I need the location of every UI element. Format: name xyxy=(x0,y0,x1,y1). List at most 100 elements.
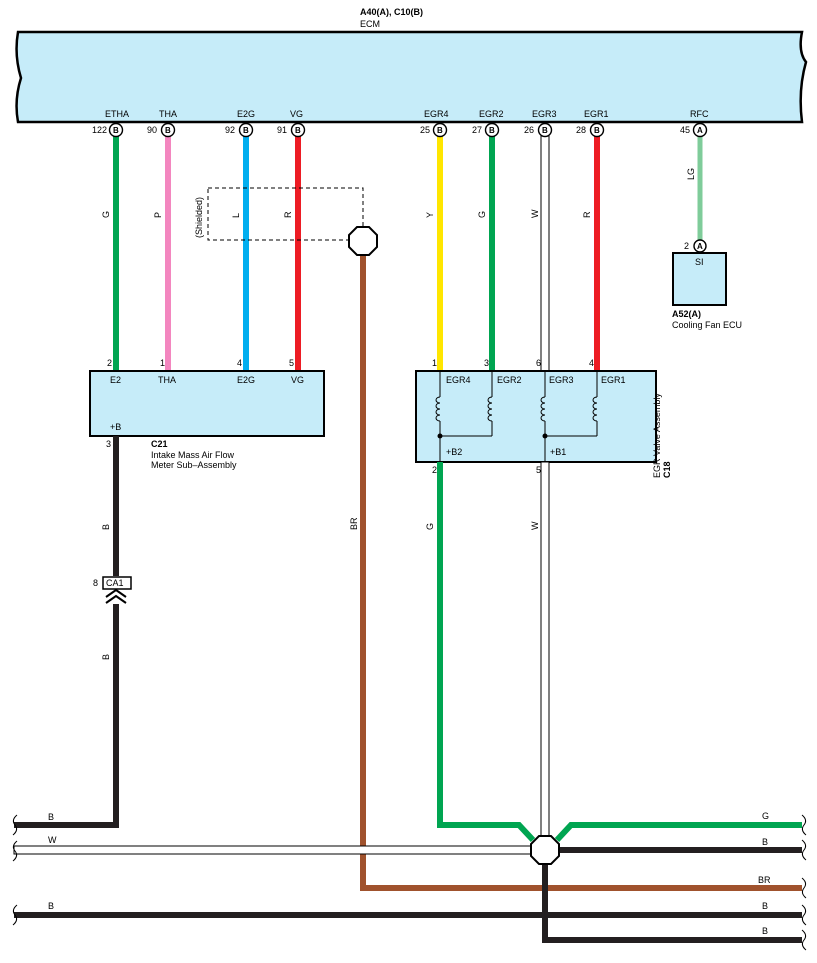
bus-label: B xyxy=(762,901,768,911)
fan-ecu-block xyxy=(672,252,727,306)
egr-pin-label: EGR2 xyxy=(497,375,522,385)
ecm-pin-label: VG xyxy=(290,109,303,119)
svg-text:B: B xyxy=(295,126,301,135)
svg-text:CA1: CA1 xyxy=(106,578,124,588)
wire-color-label: G xyxy=(101,211,111,218)
fan-ecu-name: Cooling Fan ECU xyxy=(672,320,742,330)
ecm-name: ECM xyxy=(360,19,380,29)
egr-pin-num: 4 xyxy=(589,358,594,368)
maf-plus-b: +B xyxy=(110,422,121,432)
maf-pin-num: 1 xyxy=(160,358,165,368)
bus-right-g xyxy=(554,822,802,843)
maf-pin-num: 5 xyxy=(289,358,294,368)
fan-ecu-pin-label: SI xyxy=(695,257,704,267)
svg-text:90: 90 xyxy=(147,125,157,135)
fan-ecu-ref: A52(A) xyxy=(672,309,701,319)
shield-splice xyxy=(348,226,378,256)
wire-color-label: W xyxy=(530,209,540,218)
wire-color-label: G xyxy=(477,211,487,218)
svg-text:B: B xyxy=(243,126,249,135)
ecm-connector-122: 122 B xyxy=(92,122,124,138)
egr-ref: C18 xyxy=(662,461,672,478)
egr-pin-label: EGR3 xyxy=(549,375,574,385)
ecm-connector-28: 28 B xyxy=(576,122,605,138)
ecm-pin-label: ETHA xyxy=(105,109,129,119)
wire-shield-br xyxy=(360,252,802,891)
svg-text:A: A xyxy=(697,126,703,135)
egr-pin-num: 3 xyxy=(484,358,489,368)
ecm-pin-label: EGR4 xyxy=(424,109,449,119)
bus-label: B xyxy=(48,901,54,911)
bus-label: BR xyxy=(758,875,771,885)
svg-text:8: 8 xyxy=(93,578,98,588)
egr-junction-dot xyxy=(437,433,443,439)
main-splice xyxy=(530,835,560,865)
left-break-marks xyxy=(12,814,18,926)
wire-color-label: Y xyxy=(425,212,435,218)
egr-b1-num: 5 xyxy=(536,465,541,475)
ecm-pin-label: EGR3 xyxy=(532,109,557,119)
connector-ca1: 8 CA1 xyxy=(93,576,132,604)
ecm-connector-27: 27 B xyxy=(472,122,500,138)
svg-text:91: 91 xyxy=(277,125,287,135)
svg-text:B: B xyxy=(113,126,119,135)
right-break-marks xyxy=(801,814,807,951)
svg-text:92: 92 xyxy=(225,125,235,135)
bus-label: B xyxy=(48,812,54,822)
ecm-ref: A40(A), C10(B) xyxy=(360,7,423,17)
svg-text:28: 28 xyxy=(576,125,586,135)
egr-pin-num: 6 xyxy=(536,358,541,368)
egr-b2-label: +B2 xyxy=(446,447,462,457)
ecm-connector-45: 45 A xyxy=(680,122,708,138)
wire-color-label: G xyxy=(425,523,435,530)
wire-egr3-w xyxy=(540,135,550,372)
egr-block xyxy=(415,370,657,463)
svg-text:2: 2 xyxy=(684,241,689,251)
egr-junction-dot xyxy=(542,433,548,439)
ecm-pin-label: THA xyxy=(159,109,177,119)
bus-label: B xyxy=(762,837,768,847)
ecm-connector-90: 90 B xyxy=(147,122,176,138)
ecm-connector-25: 25 B xyxy=(420,122,448,138)
svg-text:27: 27 xyxy=(472,125,482,135)
egr-name: EGR Valve Assembly xyxy=(652,393,662,478)
wire-color-label: BR xyxy=(349,517,359,530)
maf-pin-num: 2 xyxy=(107,358,112,368)
wire-color-label: W xyxy=(530,521,540,530)
egr-pin-label: EGR4 xyxy=(446,375,471,385)
wire-color-label: B xyxy=(101,524,111,530)
egr-pin-label: EGR1 xyxy=(601,375,626,385)
svg-text:B: B xyxy=(542,126,548,135)
wire-egr-b2-g xyxy=(437,462,536,843)
wire-color-label: R xyxy=(582,211,592,218)
maf-name: Intake Mass Air Flow xyxy=(151,450,235,460)
maf-pin-label: THA xyxy=(158,375,176,385)
svg-text:26: 26 xyxy=(524,125,534,135)
maf-pin-label: E2 xyxy=(110,375,121,385)
svg-text:25: 25 xyxy=(420,125,430,135)
shield-outline xyxy=(207,187,364,241)
maf-pin-label: E2G xyxy=(237,375,255,385)
egr-internal-wiring xyxy=(435,371,598,462)
ecm-connector-26: 26 B xyxy=(524,122,553,138)
egr-b1-label: +B1 xyxy=(550,447,566,457)
svg-text:B: B xyxy=(165,126,171,135)
svg-text:122: 122 xyxy=(92,125,107,135)
bus-label: W xyxy=(48,835,57,845)
ecm-pin-label: EGR2 xyxy=(479,109,504,119)
wire-color-label: LG xyxy=(686,168,696,180)
maf-pin-num: 4 xyxy=(237,358,242,368)
svg-text:45: 45 xyxy=(680,125,690,135)
ecm-pin-label: RFC xyxy=(690,109,709,119)
ecm-block xyxy=(15,30,808,124)
bus-left-w xyxy=(13,845,533,855)
maf-block xyxy=(89,370,325,437)
bus-label: B xyxy=(762,926,768,936)
maf-pin-label: VG xyxy=(291,375,304,385)
fan-ecu-connector: 2 A xyxy=(684,239,707,253)
maf-name: Meter Sub–Assembly xyxy=(151,460,237,470)
wire-egr-b1-w xyxy=(540,461,550,838)
bus-label: G xyxy=(762,811,769,821)
svg-text:B: B xyxy=(489,126,495,135)
maf-plus-b-num: 3 xyxy=(106,439,111,449)
